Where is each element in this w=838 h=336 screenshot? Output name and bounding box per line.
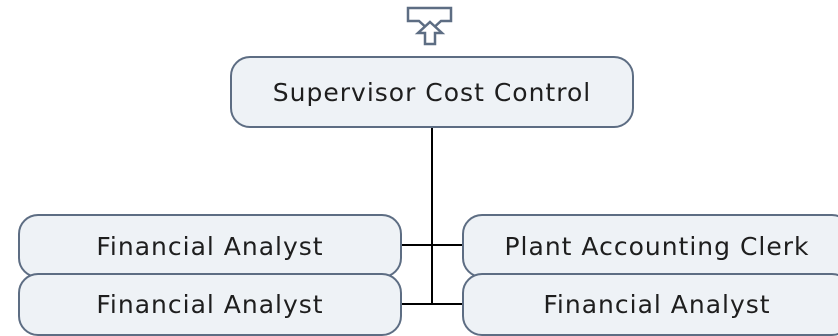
left-node-2[interactable]: Financial Analyst <box>18 273 402 336</box>
left-node-1[interactable]: Financial Analyst <box>18 214 402 278</box>
right-node-1-title: Plant Accounting Clerk <box>504 231 810 261</box>
right-node-1[interactable]: Plant Accounting Clerk <box>462 214 838 278</box>
root-node[interactable]: Supervisor Cost Control <box>230 56 634 128</box>
right-node-2[interactable]: Financial Analyst <box>462 273 838 336</box>
left-node-2-title: Financial Analyst <box>96 290 324 319</box>
root-node-title: Supervisor Cost Control <box>272 77 592 107</box>
left-node-1-title: Financial Analyst <box>96 231 324 261</box>
up-arrow-icon[interactable] <box>406 6 456 46</box>
right-node-2-title: Financial Analyst <box>543 290 771 319</box>
